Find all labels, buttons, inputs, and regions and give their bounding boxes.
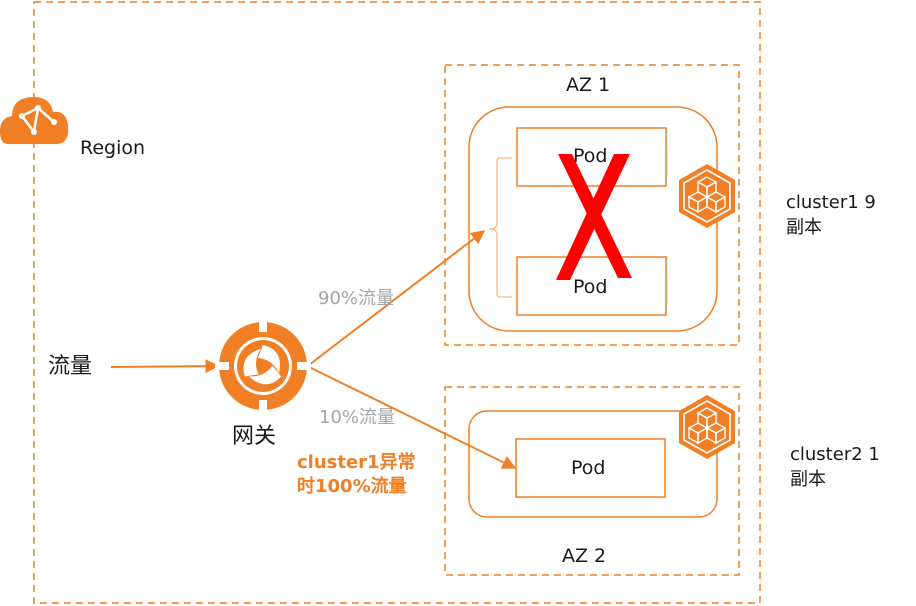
failure-cross-icon xyxy=(556,154,632,280)
cluster2-box xyxy=(468,410,718,518)
traffic-label: 流量 xyxy=(48,354,93,379)
az2-boundary xyxy=(444,386,740,576)
route-label-az1: 90%流量 xyxy=(318,288,395,309)
az1-pod-box-2 xyxy=(516,256,667,316)
cluster1-label: cluster1 9 副本 xyxy=(786,192,876,238)
route-arrow-az1 xyxy=(308,230,486,366)
cube-cluster-icon xyxy=(679,164,735,228)
gateway-label: 网关 xyxy=(232,424,277,449)
gateway-icon xyxy=(215,318,311,414)
az1-boundary xyxy=(444,64,740,346)
cluster2-label: cluster2 1 副本 xyxy=(790,444,880,490)
region-label: Region xyxy=(80,137,146,159)
traffic-arrow xyxy=(110,359,220,374)
az1-pod-label-2: Pod xyxy=(573,276,608,298)
route-arrow-az2 xyxy=(308,366,517,469)
az1-pod-label-1: Pod xyxy=(573,145,608,167)
cube-cluster-icon xyxy=(679,395,735,459)
region-boundary xyxy=(33,1,761,604)
cloud-icon xyxy=(0,96,69,144)
az1-pod-box-1 xyxy=(516,127,667,187)
failover-label: cluster1异常 时100%流量 xyxy=(297,452,416,497)
route-label-az2: 10%流量 xyxy=(319,407,396,428)
az2-label: AZ 2 xyxy=(562,545,607,567)
az1-label: AZ 1 xyxy=(566,74,611,96)
pod-group-brace xyxy=(488,157,512,298)
az2-pod-label: Pod xyxy=(571,457,606,479)
